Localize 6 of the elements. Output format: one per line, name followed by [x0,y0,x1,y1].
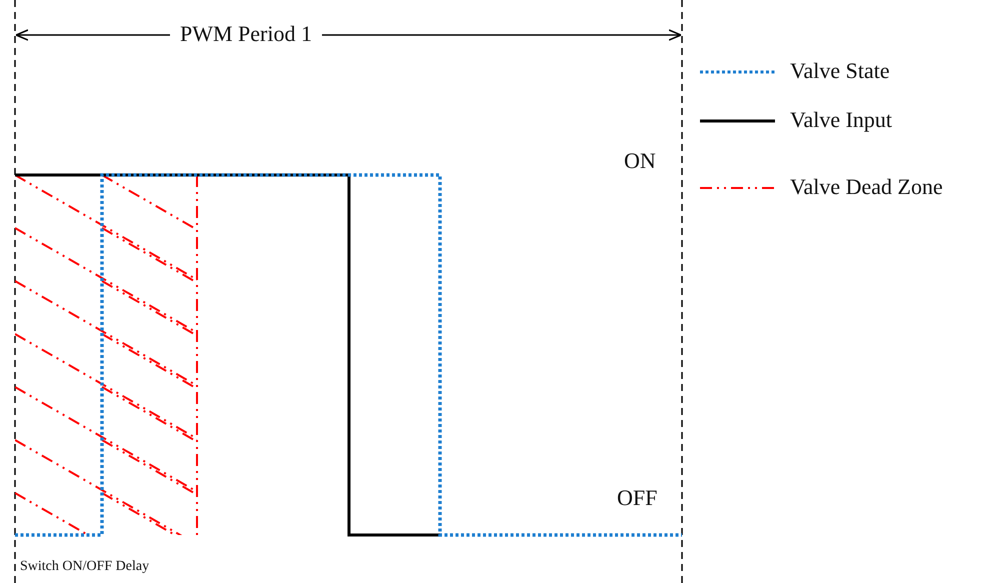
legend-label: Valve State [790,60,890,82]
legend-label: Valve Dead Zone [790,176,943,198]
delay-label: Switch ON/OFF Delay [20,560,150,574]
legend-label: Valve Input [790,109,892,131]
level-label: ON [624,150,656,172]
level-label: OFF [617,487,658,509]
